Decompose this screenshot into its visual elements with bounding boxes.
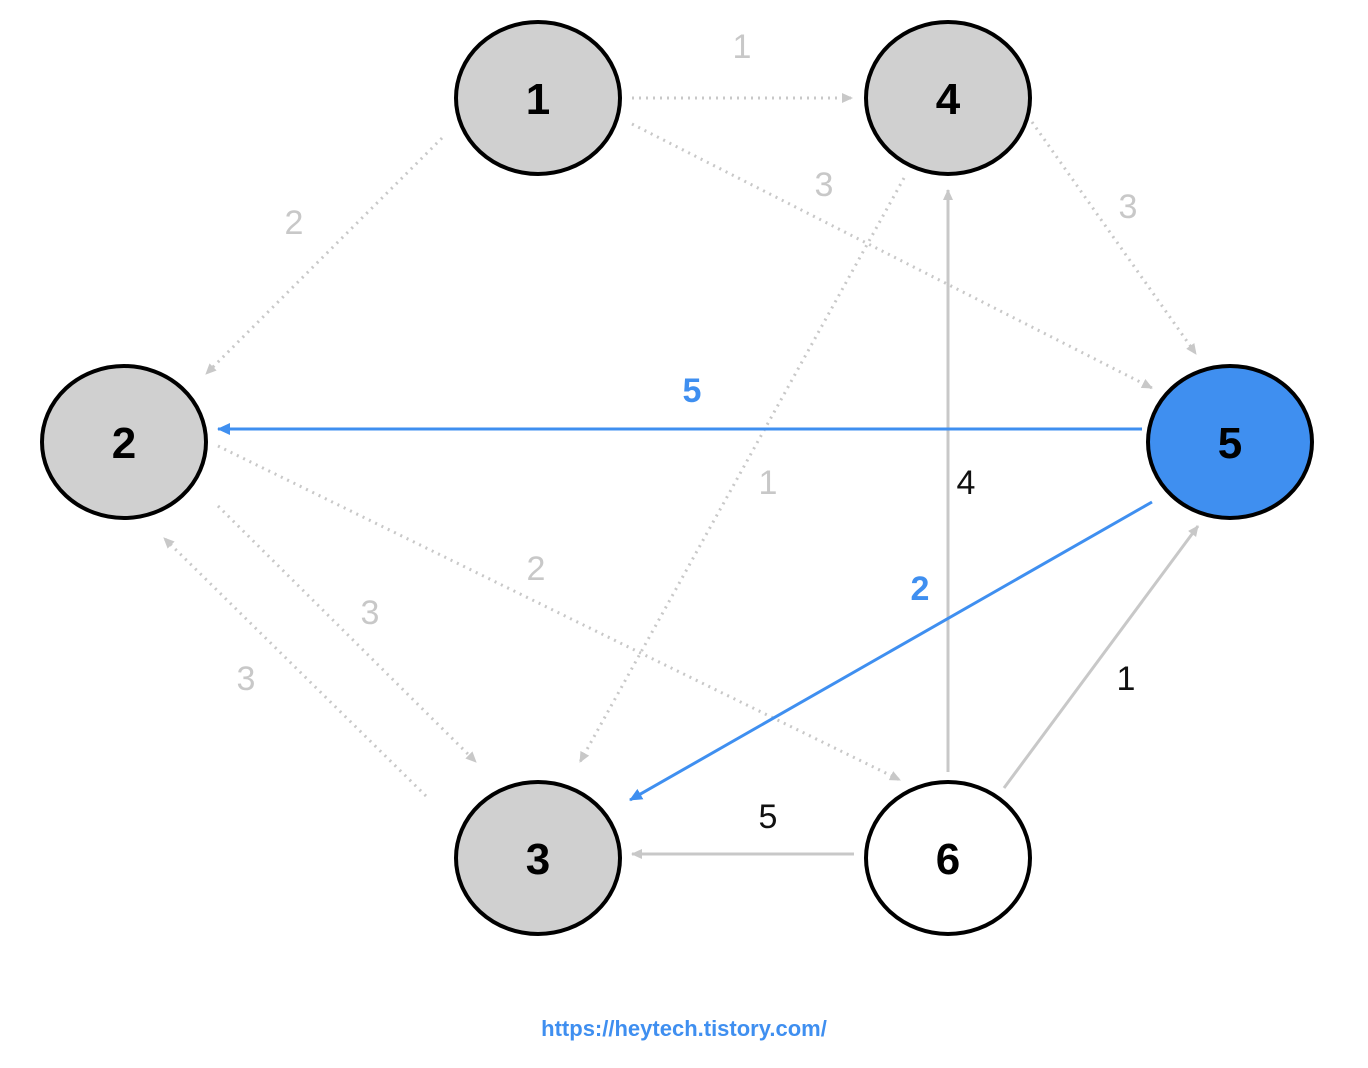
edges [162,93,1200,859]
nodes: 1 4 2 5 3 6 [40,20,1314,936]
edge-weight-6-5: 1 [1117,660,1136,698]
node-5[interactable]: 5 [1146,364,1314,520]
node-2[interactable]: 2 [40,364,208,520]
edge-5-3 [629,500,1153,802]
node-3-label: 3 [526,835,550,884]
edge-weight-5-2: 5 [683,372,702,410]
edge-1-2 [204,136,444,376]
edge-labels: 1 2 3 3 1 3 3 2 5 2 4 1 5 [237,28,1138,836]
node-4-label: 4 [936,75,961,124]
edge-2-3 [216,504,478,764]
node-6-circle [864,780,1032,936]
node-4-circle [864,20,1032,176]
node-5-circle [1146,364,1314,520]
watermark-url: https://heytech.tistory.com/ [541,1016,827,1041]
node-3-circle [454,780,622,936]
node-5-label: 5 [1218,419,1242,468]
node-2-label: 2 [112,419,136,468]
node-3[interactable]: 3 [454,780,622,936]
node-2-circle [40,364,208,520]
edge-1-5 [631,122,1153,390]
node-6[interactable]: 6 [864,780,1032,936]
edge-weight-4-3: 1 [759,464,778,502]
edge-weight-1-5: 3 [815,166,834,204]
edge-weight-3-2: 3 [237,660,256,698]
edge-4-5 [1030,121,1198,355]
node-1-circle [454,20,622,176]
edge-6-5 [1002,525,1200,789]
edge-4-3 [578,177,906,763]
edge-2-6 [217,444,901,782]
node-1-label: 1 [526,75,550,124]
edge-weight-6-4: 4 [957,464,976,502]
edge-weight-2-3: 3 [361,594,380,632]
edge-3-2 [162,536,428,798]
node-4[interactable]: 4 [864,20,1032,176]
edge-weight-4-5: 3 [1119,188,1138,226]
edge-weight-6-3: 5 [759,798,778,836]
node-1[interactable]: 1 [454,20,622,176]
edge-weight-1-2: 2 [285,204,304,242]
edge-weight-2-6: 2 [527,550,546,588]
edge-weight-1-4: 1 [733,28,752,66]
edge-weight-5-3: 2 [911,570,930,608]
node-6-label: 6 [936,835,960,884]
